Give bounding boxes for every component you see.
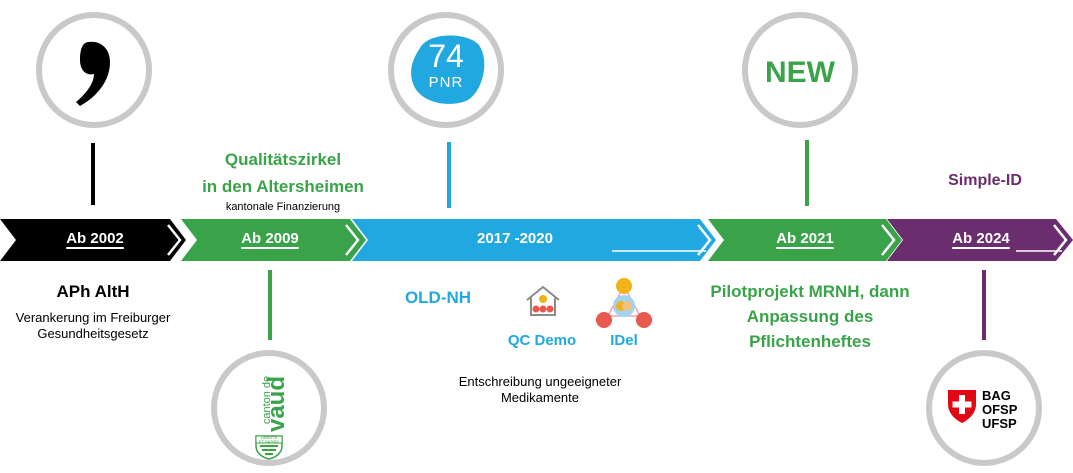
milestone-2009-title-line1: Qualitätszirkel bbox=[224, 150, 342, 169]
bag-logo-line3: UFSP bbox=[982, 416, 1017, 431]
new-badge-text: NEW bbox=[765, 56, 835, 89]
project-qc-demo-label: QC Demo bbox=[507, 332, 577, 349]
milestone-2024-title: Simple-ID bbox=[948, 172, 1022, 189]
pnr74-logo-circle: 74 PNR bbox=[388, 12, 504, 128]
aph-logo-circle bbox=[36, 12, 152, 128]
milestone-2009-subtitle: kantonale Finanzierung bbox=[225, 201, 341, 213]
milestone-2017-description-line1: Entschreibung ungeeigneter bbox=[458, 374, 622, 389]
milestone-2002-title: APh AltH bbox=[56, 282, 130, 301]
timeline-band bbox=[0, 219, 1073, 261]
timeline-label-2002: Ab 2002 bbox=[66, 230, 124, 247]
bag-logo-line2: OFSP bbox=[982, 402, 1018, 417]
comma-logo-icon bbox=[76, 41, 110, 106]
connector-2024 bbox=[982, 270, 986, 340]
segment-chevron bbox=[881, 224, 896, 256]
connector-2021 bbox=[805, 140, 809, 206]
vaud-logo-circle: canton de vaud LIBERTÉ ET PATRIE bbox=[211, 350, 327, 466]
new-badge-circle: NEW bbox=[742, 12, 858, 128]
swiss-shield-icon bbox=[948, 390, 976, 423]
pnr74-logo-number: 74 bbox=[428, 38, 464, 74]
segment-chevron bbox=[167, 224, 182, 256]
timeline-segment-2002 bbox=[0, 219, 186, 261]
milestone-2002-description-line2: Gesundheitsgesetz bbox=[37, 326, 149, 341]
segment-chevron bbox=[345, 224, 360, 256]
milestone-2021-description-line2: Anpassung des bbox=[746, 307, 874, 326]
connector-2009 bbox=[268, 270, 272, 340]
timeline-segment-2021 bbox=[708, 219, 902, 261]
segment-chevron bbox=[697, 224, 712, 256]
timeline-segment-2009 bbox=[181, 219, 366, 261]
segment-chevron bbox=[1053, 224, 1068, 256]
bag-logo-circle: BAG OFSP UFSP bbox=[926, 350, 1042, 466]
bag-logo-line1: BAG bbox=[982, 388, 1011, 403]
vaud-logo-text: vaud bbox=[263, 376, 290, 433]
pnr74-logo-text: PNR bbox=[428, 74, 464, 91]
connector-2017 bbox=[447, 142, 451, 208]
milestone-2021-description-line3: Pflichtenheftes bbox=[749, 332, 871, 351]
milestone-2017-title: OLD-NH bbox=[404, 288, 472, 307]
project-idel-label: IDel bbox=[610, 332, 638, 349]
vaud-shield-icon bbox=[255, 435, 283, 460]
timeline-label-2017: 2017 -2020 bbox=[477, 230, 553, 247]
milestone-2017-description-line2: Medikamente bbox=[500, 390, 580, 405]
people-group-icon bbox=[596, 278, 652, 328]
connector-2002 bbox=[91, 143, 95, 205]
milestone-2021-description-line1: Pilotprojekt MRNH, dann bbox=[710, 282, 910, 301]
pnr74-logo-blob bbox=[411, 35, 485, 104]
nursing-home-icon bbox=[526, 285, 560, 316]
timeline-label-2009: Ab 2009 bbox=[241, 230, 299, 247]
vaud-motto: LIBERTÉ ET PATRIE bbox=[258, 435, 280, 444]
timeline-label-2021: Ab 2021 bbox=[776, 230, 834, 247]
milestone-2009-title-line2: in den Altersheimen bbox=[202, 177, 364, 196]
milestone-2002-description-line1: Verankerung im Freiburger bbox=[15, 310, 171, 325]
timeline-label-2024: Ab 2024 bbox=[952, 230, 1010, 247]
